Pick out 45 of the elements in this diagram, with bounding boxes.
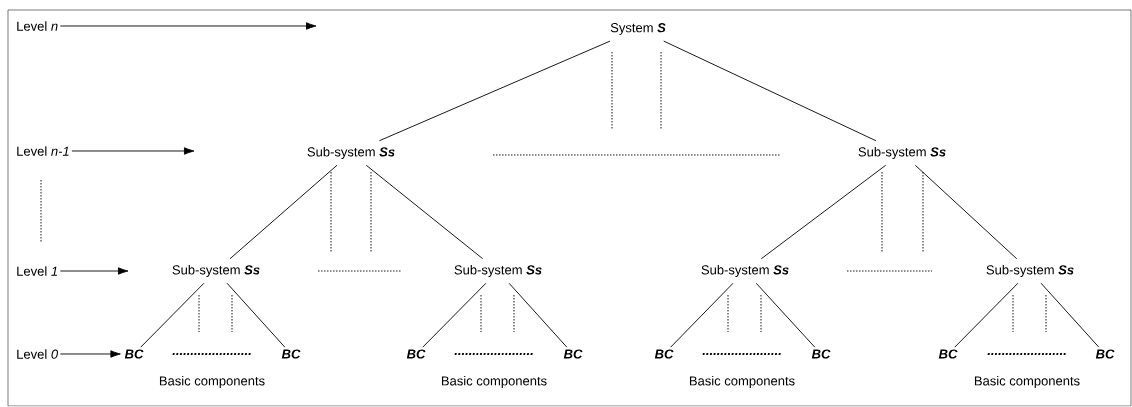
tree-line bbox=[378, 40, 611, 142]
ellipsis: ...................... bbox=[987, 353, 1066, 355]
subsystem-label: Sub-system Ss bbox=[858, 146, 946, 160]
subsystem-label: Sub-system Ss bbox=[986, 264, 1074, 278]
subsystem-label: Sub-system Ss bbox=[307, 146, 395, 160]
component-label: BC bbox=[406, 349, 426, 359]
system-label: System S bbox=[610, 23, 666, 35]
component-label: BC bbox=[938, 349, 958, 359]
tree-line bbox=[914, 164, 1018, 260]
component-label: BC bbox=[124, 349, 144, 359]
tree-line bbox=[229, 164, 338, 260]
ellipsis: ...................... bbox=[172, 353, 251, 355]
tree-line bbox=[365, 164, 484, 260]
component-label: BC bbox=[654, 349, 674, 359]
level-arrow bbox=[59, 267, 129, 275]
component-label: BC bbox=[1095, 349, 1115, 359]
level-arrow bbox=[71, 147, 195, 155]
component-label: BC bbox=[811, 349, 831, 359]
tree-line bbox=[508, 282, 568, 348]
tree-line bbox=[1040, 282, 1100, 348]
component-label: BC bbox=[563, 349, 583, 359]
component-label: BC bbox=[281, 349, 301, 359]
level-arrow bbox=[59, 22, 317, 30]
subsystem-label: Sub-system Ss bbox=[172, 264, 260, 278]
ellipsis: ...................... bbox=[454, 353, 533, 355]
ellipsis: ...................... bbox=[702, 353, 781, 355]
caption: Basic components bbox=[689, 375, 795, 389]
tree-line bbox=[140, 282, 205, 348]
tree-line bbox=[670, 282, 734, 348]
caption: Basic components bbox=[441, 375, 547, 389]
tree-line bbox=[663, 40, 877, 142]
caption: Basic components bbox=[974, 375, 1080, 389]
tree-line bbox=[422, 282, 487, 348]
level-label: Level n bbox=[17, 21, 58, 31]
level-label: Level 1 bbox=[17, 266, 57, 276]
tree-line bbox=[760, 164, 887, 260]
level-label: Level 0 bbox=[17, 349, 58, 359]
level-arrow bbox=[59, 350, 121, 358]
level-label: Level n-1 bbox=[17, 146, 69, 156]
tree-line bbox=[755, 282, 816, 348]
subsystem-label: Sub-system Ss bbox=[454, 264, 542, 278]
tree-line bbox=[226, 282, 286, 348]
subsystem-label: Sub-system Ss bbox=[701, 264, 789, 278]
tree-line bbox=[954, 282, 1019, 348]
caption: Basic components bbox=[159, 375, 265, 389]
